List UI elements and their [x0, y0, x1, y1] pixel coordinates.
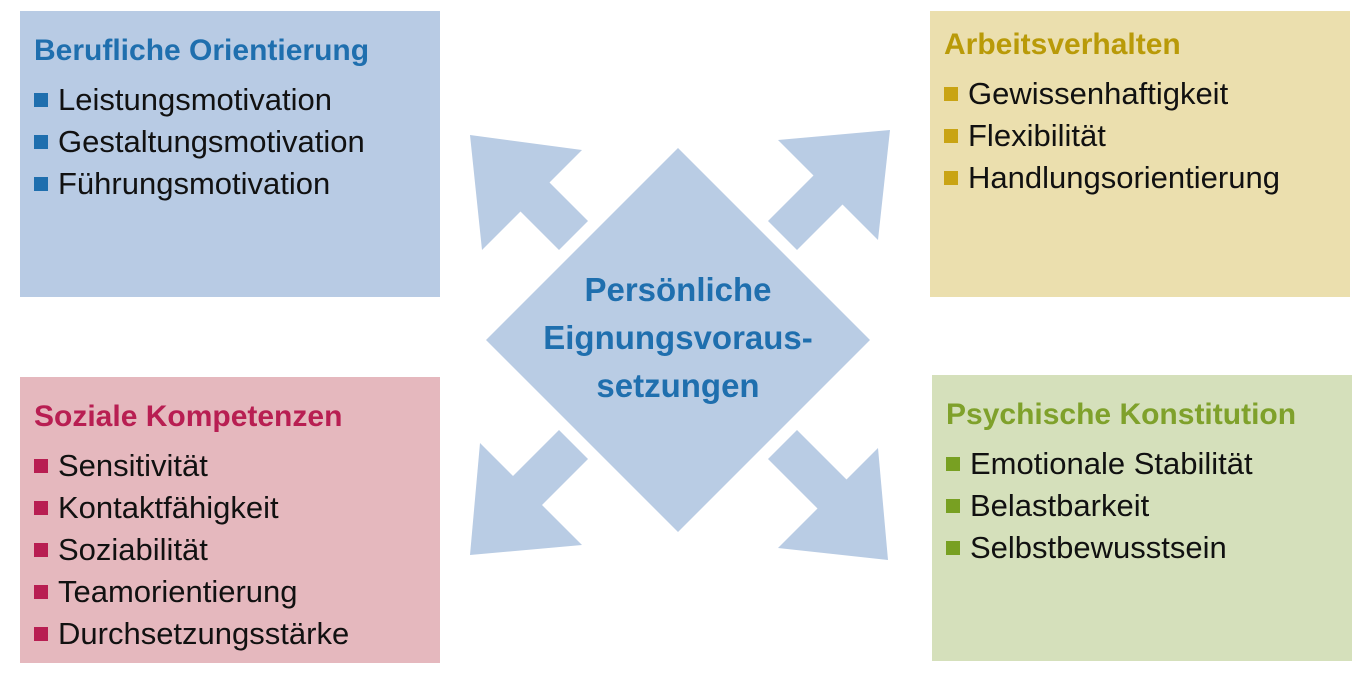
box-title: Berufliche Orientierung	[34, 34, 370, 67]
arrow-head-top-right	[778, 130, 890, 240]
list-item: Führungsmotivation	[34, 163, 426, 205]
list-item: Handlungsorientierung	[944, 157, 1336, 199]
center-label-line: Eignungsvoraus-	[543, 319, 813, 356]
square-bullet-icon	[944, 171, 958, 185]
list-item-label: Belastbarkeit	[970, 488, 1150, 523]
square-bullet-icon	[34, 177, 48, 191]
square-bullet-icon	[946, 457, 960, 471]
square-bullet-icon	[946, 499, 960, 513]
list-item: Gewissenhaftigkeit	[944, 73, 1336, 115]
list-item: Teamorientierung	[34, 571, 426, 613]
list-item-label: Kontaktfähigkeit	[58, 490, 279, 525]
list-item-label: Emotionale Stabilität	[970, 446, 1253, 481]
box-soziale-kompetenzen: Soziale Kompetenzen Sensitivität Kontakt…	[20, 377, 440, 663]
box-psychische-konstitution: Psychische Konstitution Emotionale Stabi…	[932, 375, 1352, 661]
list-item: Sensitivität	[34, 445, 426, 487]
square-bullet-icon	[946, 541, 960, 555]
list-item: Soziabilität	[34, 529, 426, 571]
center-diamond	[486, 148, 870, 532]
list-item: Flexibilität	[944, 115, 1336, 157]
item-list: Sensitivität Kontaktfähigkeit Soziabilit…	[34, 445, 426, 655]
list-item-label: Flexibilität	[968, 118, 1106, 153]
list-item-label: Führungsmotivation	[58, 166, 331, 201]
list-item: Kontaktfähigkeit	[34, 487, 426, 529]
list-item: Emotionale Stabilität	[946, 443, 1338, 485]
item-list: Emotionale Stabilität Belastbarkeit Selb…	[946, 443, 1338, 569]
list-item-label: Leistungsmotivation	[58, 82, 332, 117]
square-bullet-icon	[34, 627, 48, 641]
arrow-head-bottom-left	[470, 443, 582, 555]
list-item-label: Sensitivität	[58, 448, 208, 483]
list-item-label: Handlungsorientierung	[968, 160, 1280, 195]
list-item: Leistungsmotivation	[34, 79, 426, 121]
box-title: Psychische Konstitution	[946, 398, 1297, 431]
square-bullet-icon	[944, 87, 958, 101]
square-bullet-icon	[34, 135, 48, 149]
list-item: Durchsetzungsstärke	[34, 613, 426, 655]
center-label-line: Persönliche	[584, 271, 772, 308]
list-item-label: Durchsetzungsstärke	[58, 616, 350, 651]
square-bullet-icon	[34, 93, 48, 107]
list-item-label: Selbstbewusstsein	[970, 530, 1227, 565]
arrow-head-top-left	[470, 135, 582, 250]
list-item-label: Gewissenhaftigkeit	[968, 76, 1229, 111]
list-item: Belastbarkeit	[946, 485, 1338, 527]
box-title: Soziale Kompetenzen	[34, 400, 343, 433]
box-title: Arbeitsverhalten	[944, 28, 1181, 61]
square-bullet-icon	[34, 501, 48, 515]
center-label: Persönliche Eignungsvoraus- setzungen	[488, 266, 868, 410]
square-bullet-icon	[944, 129, 958, 143]
item-list: Gewissenhaftigkeit Flexibilität Handlung…	[944, 73, 1336, 199]
list-item: Gestaltungsmotivation	[34, 121, 426, 163]
item-list: Leistungsmotivation Gestaltungsmotivatio…	[34, 79, 426, 205]
list-item: Selbstbewusstsein	[946, 527, 1338, 569]
arrow-head-bottom-right	[778, 448, 888, 560]
list-item-label: Gestaltungsmotivation	[58, 124, 365, 159]
list-item-label: Teamorientierung	[58, 574, 298, 609]
square-bullet-icon	[34, 459, 48, 473]
square-bullet-icon	[34, 543, 48, 557]
square-bullet-icon	[34, 585, 48, 599]
box-arbeitsverhalten: Arbeitsverhalten Gewissenhaftigkeit Flex…	[930, 11, 1350, 297]
list-item-label: Soziabilität	[58, 532, 208, 567]
center-label-line: setzungen	[596, 367, 760, 404]
box-berufliche-orientierung: Berufliche Orientierung Leistungsmotivat…	[20, 11, 440, 297]
